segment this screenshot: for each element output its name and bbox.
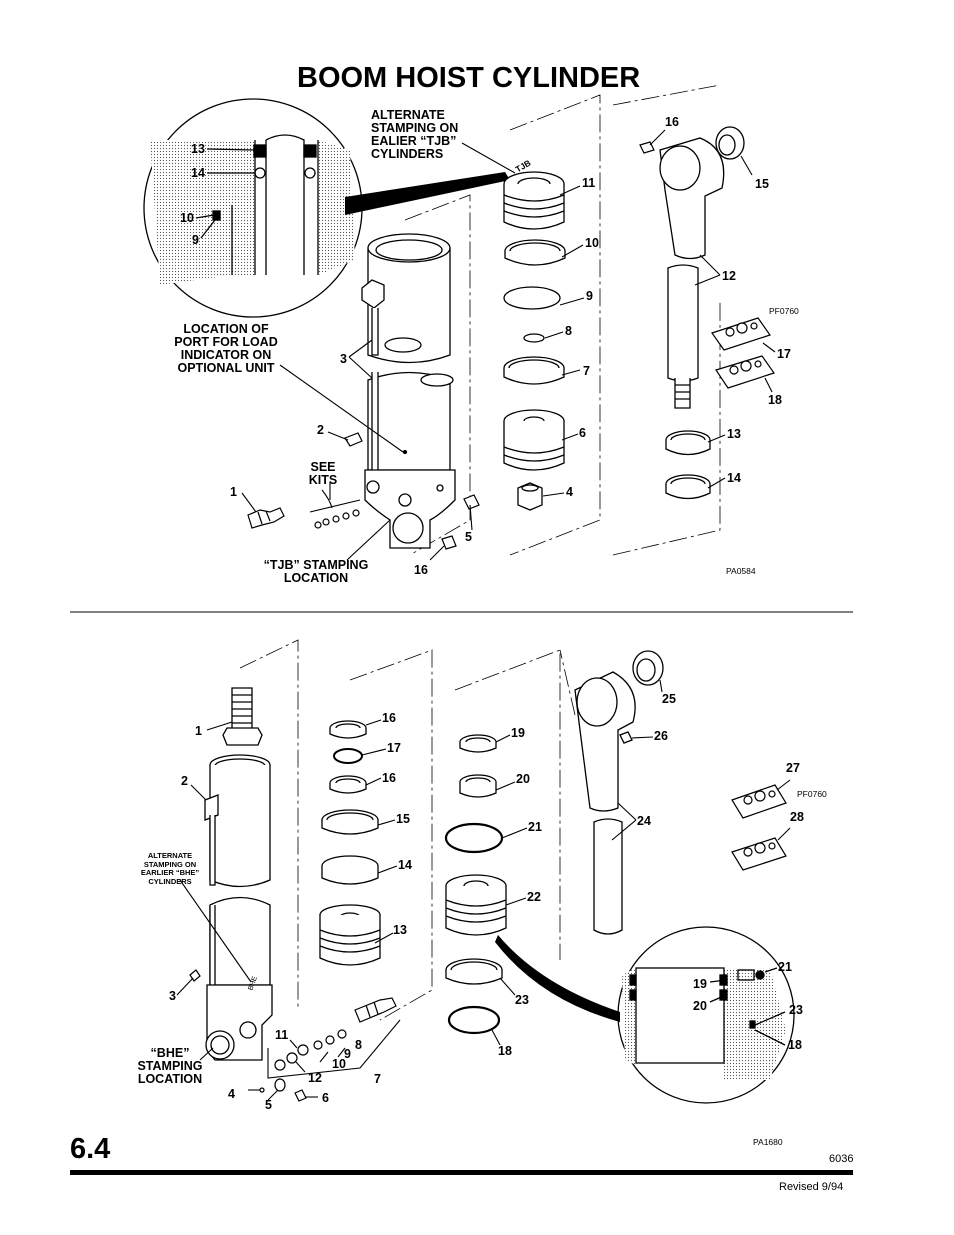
note-alternate-stamping-bhe: ALTERNATE STAMPING ON EARLIER “BHE” CYLI… bbox=[140, 851, 200, 886]
figure-code: PA1680 bbox=[753, 1137, 783, 1147]
callout: 16 bbox=[665, 115, 679, 129]
figure-code-kit: PF0760 bbox=[769, 306, 799, 316]
callout: 15 bbox=[755, 177, 769, 191]
top-seal-kits bbox=[711, 317, 775, 389]
top-barrel bbox=[361, 233, 456, 549]
callout: 27 bbox=[786, 761, 800, 775]
bottom-detail-magnifier bbox=[617, 926, 795, 1104]
figure-code-kit: PF0760 bbox=[797, 789, 827, 799]
bottom-part-stack-right bbox=[444, 734, 507, 1035]
callout: 15 bbox=[396, 812, 410, 826]
callout: 18 bbox=[768, 393, 782, 407]
top-part-stack bbox=[503, 171, 566, 511]
callout: 22 bbox=[527, 890, 541, 904]
page-number: 6.4 bbox=[70, 1133, 111, 1165]
top-fittings bbox=[247, 141, 655, 550]
callout: 10 bbox=[585, 236, 599, 250]
callout: 2 bbox=[181, 774, 188, 788]
callout: 3 bbox=[340, 352, 347, 366]
top-leaders bbox=[241, 129, 776, 561]
callout: 23 bbox=[789, 1003, 803, 1017]
callout: 4 bbox=[566, 485, 573, 499]
top-detail-magnifier bbox=[143, 98, 363, 318]
callout: 8 bbox=[565, 324, 572, 338]
callout: 21 bbox=[528, 820, 542, 834]
callout: 9 bbox=[192, 233, 199, 247]
callout: 13 bbox=[727, 427, 741, 441]
note-load-indicator-port: LOCATION OF PORT FOR LOAD INDICATOR ON O… bbox=[174, 322, 278, 375]
top-rod bbox=[659, 126, 745, 500]
note-tjb-stamping-location: “TJB” STAMPING LOCATION bbox=[263, 558, 369, 585]
bottom-magnifier-wedge bbox=[495, 935, 620, 1022]
callout: 7 bbox=[374, 1072, 381, 1086]
callout: 4 bbox=[228, 1087, 235, 1101]
callout: 2 bbox=[317, 423, 324, 437]
callout: 17 bbox=[387, 741, 401, 755]
callout: 23 bbox=[515, 993, 529, 1007]
callout: 9 bbox=[586, 289, 593, 303]
callout: 28 bbox=[790, 810, 804, 824]
bottom-rod bbox=[574, 650, 664, 935]
callout: 10 bbox=[332, 1057, 346, 1071]
callout: 12 bbox=[308, 1071, 322, 1085]
callout: 25 bbox=[662, 692, 676, 706]
callout: 11 bbox=[582, 176, 596, 190]
footer-rule bbox=[70, 1170, 853, 1175]
callout: 21 bbox=[778, 960, 792, 974]
callout: 1 bbox=[195, 724, 202, 738]
callout: 8 bbox=[355, 1038, 362, 1052]
callout: 5 bbox=[265, 1098, 272, 1112]
callout: 26 bbox=[654, 729, 668, 743]
document-number: 6036 bbox=[829, 1153, 854, 1165]
callout: 13 bbox=[393, 923, 407, 937]
magnifier-wedge bbox=[345, 172, 510, 215]
callout: 10 bbox=[180, 211, 194, 225]
callout: 7 bbox=[583, 364, 590, 378]
callout: 1 bbox=[230, 485, 237, 499]
note-alternate-stamping-tjb: ALTERNATE STAMPING ON EALIER “TJB” CYLIN… bbox=[371, 108, 459, 161]
callout: 20 bbox=[516, 772, 530, 786]
bottom-barrel bbox=[204, 687, 273, 1061]
bottom-leaders bbox=[176, 679, 791, 1101]
callout: 16 bbox=[382, 771, 396, 785]
callout: 20 bbox=[693, 999, 707, 1013]
note-see-kits: SEE KITS bbox=[308, 460, 338, 487]
callout: 24 bbox=[637, 814, 651, 828]
callout: 19 bbox=[693, 977, 707, 991]
note-bhe-stamping-location: “BHE” STAMPING LOCATION bbox=[137, 1046, 203, 1086]
bottom-centerlines bbox=[239, 639, 576, 1021]
callout: 12 bbox=[722, 269, 736, 283]
callout: 17 bbox=[777, 347, 791, 361]
callout: 14 bbox=[727, 471, 741, 485]
callout: 5 bbox=[465, 530, 472, 544]
callout: 9 bbox=[344, 1047, 351, 1061]
callout: 18 bbox=[498, 1044, 512, 1058]
callout: 16 bbox=[382, 711, 396, 725]
callout: 11 bbox=[275, 1028, 289, 1042]
callout: 6 bbox=[579, 426, 586, 440]
callout: 13 bbox=[191, 142, 205, 156]
bottom-part-stack-left bbox=[319, 720, 381, 966]
callout: 3 bbox=[169, 989, 176, 1003]
bottom-seal-kits bbox=[731, 784, 787, 871]
callout: 19 bbox=[511, 726, 525, 740]
callout: 14 bbox=[398, 858, 412, 872]
callout: 6 bbox=[322, 1091, 329, 1105]
figure-code: PA0584 bbox=[726, 566, 756, 576]
callout: 14 bbox=[191, 166, 205, 180]
callout: 18 bbox=[788, 1038, 802, 1052]
revision-date: Revised 9/94 bbox=[779, 1181, 844, 1193]
callout: 16 bbox=[414, 563, 428, 577]
page-title: BOOM HOIST CYLINDER bbox=[297, 62, 641, 94]
